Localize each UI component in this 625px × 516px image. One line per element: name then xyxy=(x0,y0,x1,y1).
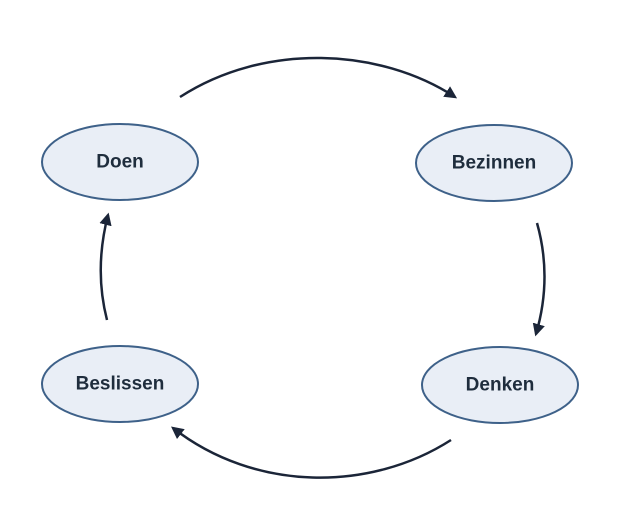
node-bezinnen-label: Bezinnen xyxy=(452,153,536,174)
arrow-doen-to-bezinnen xyxy=(179,56,458,99)
node-doen-label: Doen xyxy=(96,152,144,173)
node-beslissen-ellipse xyxy=(41,345,199,423)
node-denken-label: Denken xyxy=(466,375,535,396)
node-bezinnen-ellipse xyxy=(415,124,573,202)
node-beslissen: Beslissen xyxy=(41,345,199,423)
arrow-denken-to-beslissen xyxy=(171,426,452,479)
node-doen: Doen xyxy=(41,123,199,201)
arrow-beslissen-to-doen xyxy=(99,212,112,321)
arrow-bezinnen-to-denken xyxy=(532,222,546,337)
node-bezinnen: Bezinnen xyxy=(415,124,573,202)
node-doen-ellipse xyxy=(41,123,199,201)
node-beslissen-label: Beslissen xyxy=(76,374,165,395)
node-denken: Denken xyxy=(421,346,579,424)
node-denken-ellipse xyxy=(421,346,579,424)
